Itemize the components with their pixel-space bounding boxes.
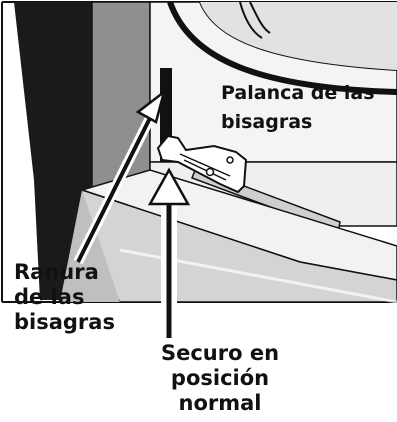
lock-normal-label: Securo en posición normal (152, 341, 288, 415)
hinge-lever-detail-1 (179, 153, 231, 177)
hinge-lever-label-line-1: Palanca de las (221, 82, 375, 104)
hinge-lever-label-line-2: bisagras (221, 110, 313, 133)
hinge-pivot-pin (205, 167, 215, 177)
hinge-lever-label: Palanca de las bisagras (221, 79, 375, 136)
door-seal-cable-2 (249, 1, 271, 34)
door-seal-cable (239, 1, 263, 39)
lock-normal-label-line-3: normal (178, 390, 262, 415)
hinge-lever-rivet (226, 156, 234, 164)
oven-side-panel (14, 2, 92, 300)
hinge-slot-label: Ranura de las bisagras (14, 260, 115, 334)
hinge-slot-label-line-1: Ranura (14, 260, 99, 284)
hinge-slot-label-line-2: de las (14, 284, 85, 309)
lock-normal-label-line-1: Securo en (160, 341, 280, 365)
arrow-to-hinge-slot-line (76, 113, 154, 263)
hinge-lever-detail-2 (183, 159, 227, 181)
door-glass-fill (200, 2, 397, 70)
lock-normal-label-line-2: posición (170, 365, 270, 390)
hinge-slot-label-line-3: bisagras (14, 309, 115, 334)
door-glass-outline (167, 1, 397, 95)
arrow-to-hinge-slot-head (135, 88, 167, 124)
arrow-to-lock-head (147, 167, 191, 206)
